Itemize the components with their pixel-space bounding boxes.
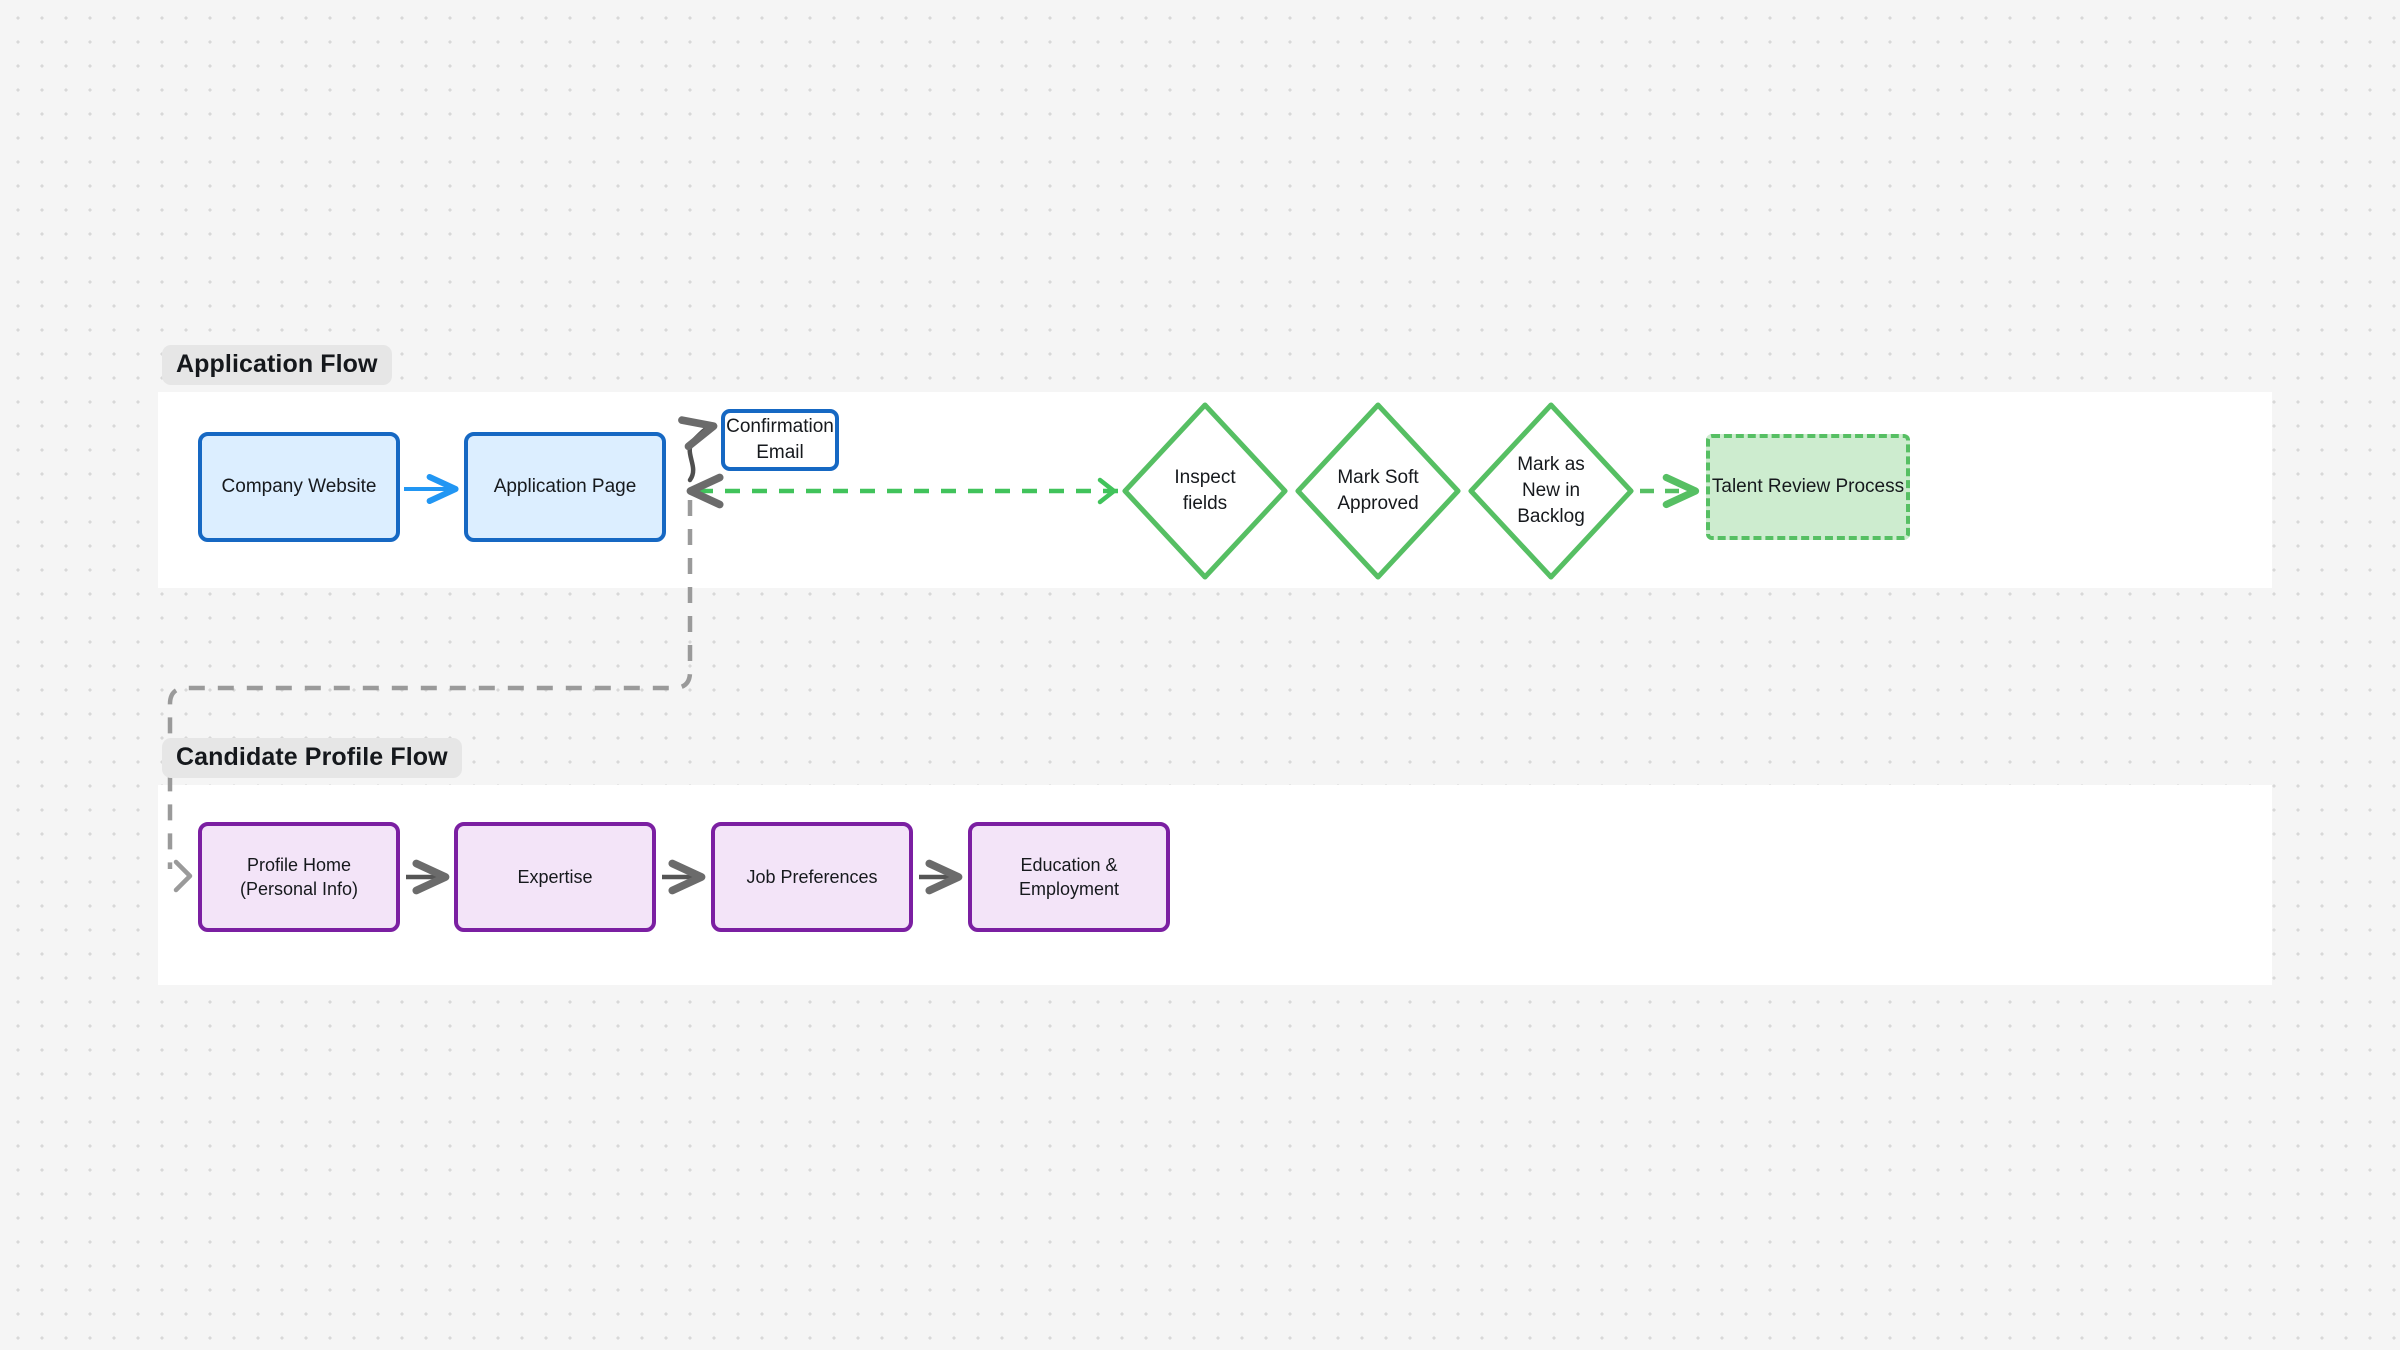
node-label-mark-as-new-in-backlog: Mark as New in Backlog [1517, 453, 1585, 528]
node-mark-soft-approved[interactable]: Mark Soft Approved [1293, 400, 1463, 582]
node-job-preferences[interactable]: Job Preferences [711, 822, 913, 932]
node-inspect-fields[interactable]: Inspect fields [1120, 400, 1290, 582]
node-mark-as-new-in-backlog[interactable]: Mark as New in Backlog [1466, 400, 1636, 582]
node-application-page[interactable]: Application Page [464, 432, 666, 542]
diamond-shape-icon [1295, 402, 1461, 580]
node-education-employment[interactable]: Education & Employment [968, 822, 1170, 932]
node-label-inspect-fields: Inspect fields [1174, 466, 1236, 514]
node-talent-review-process[interactable]: Talent Review Process [1706, 434, 1910, 540]
node-profile-home[interactable]: Profile Home (Personal Info) [198, 822, 400, 932]
node-company-website[interactable]: Company Website [198, 432, 400, 542]
node-confirmation-email[interactable]: Confirmation Email [721, 409, 839, 471]
group-label-candidate-profile-flow[interactable]: Candidate Profile Flow [162, 738, 462, 778]
diamond-shape-icon [1468, 402, 1634, 580]
group-label-application-flow[interactable]: Application Flow [162, 345, 392, 385]
diamond-shape-icon [1122, 402, 1288, 580]
node-expertise[interactable]: Expertise [454, 822, 656, 932]
node-label-mark-soft-approved: Mark Soft Approved [1337, 466, 1419, 514]
